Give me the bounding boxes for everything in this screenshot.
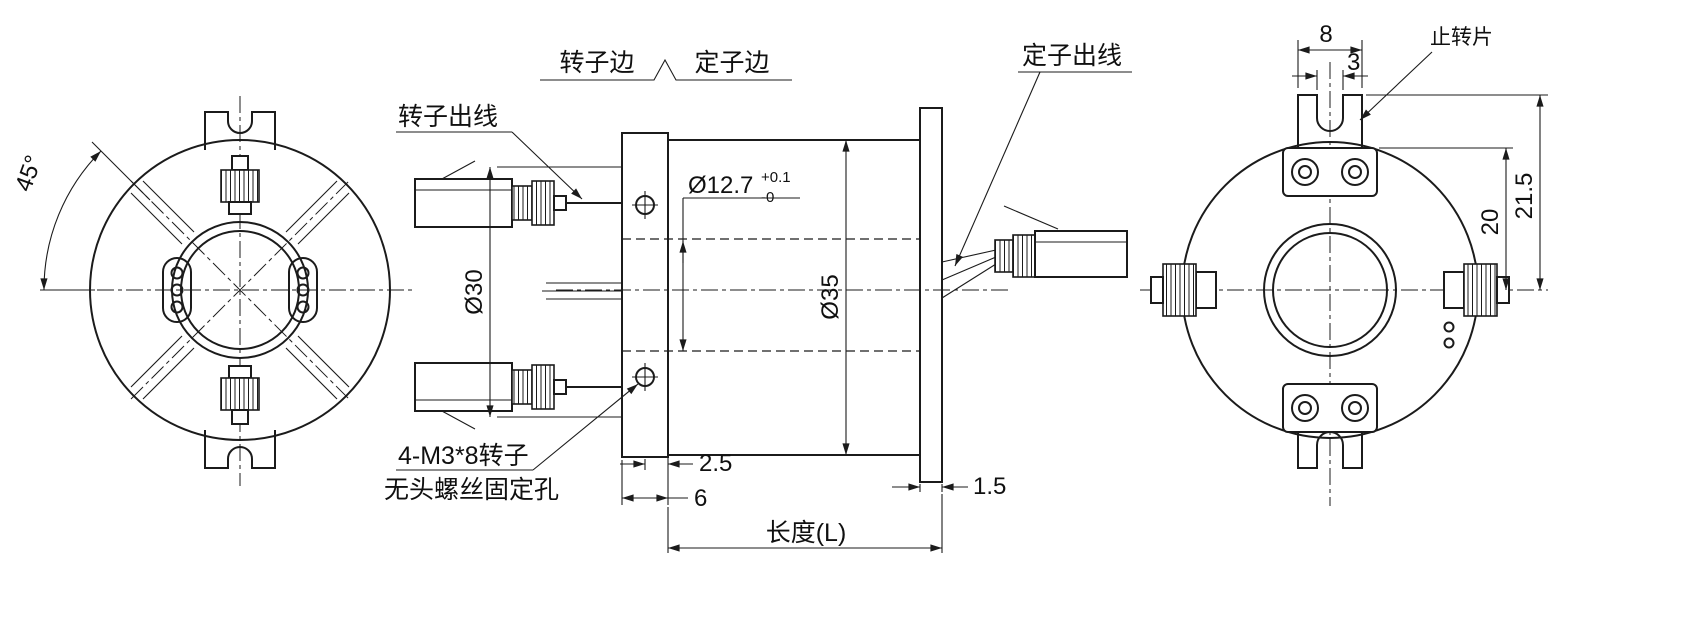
front-view: 45° [10,96,412,486]
dim-21-5: 21.5 [1511,173,1538,220]
front-bottom-terminal [220,365,260,425]
rotor-outlet-callout: 转子出线 [396,103,583,200]
set-screw-hole-bottom [632,363,658,391]
w6-dimension: 6 [621,460,707,512]
front-center-lines [68,96,412,486]
w25-dimension: 2.5 [620,450,732,505]
w8-dimension: 8 [1297,21,1363,88]
front-top-terminal [220,155,260,215]
rear-bore-inner [1272,232,1388,348]
rear-left-terminal [1150,263,1217,317]
bore-dimension: Ø12.7 +0.1 -0 [679,169,800,351]
front-bore-inner [180,230,300,350]
front-wire-channels [130,180,350,400]
set-screw-note: 4-M3*8转子 无头螺丝固定孔 [384,383,639,504]
label-rotor-side: 转子边 [559,49,634,77]
stator-outlet-callout: 定子出线 [954,42,1132,267]
label-length: 长度(L) [766,519,847,547]
front-right-slot [288,257,318,323]
label-stator-side: 定子边 [694,49,769,77]
w3-dimension: 3 [1292,49,1368,90]
dim-bore: Ø12.7 [688,172,753,199]
label-stop-tab: 止转片 [1430,26,1493,49]
dim-bore-tol-plus: +0.1 [761,169,791,186]
w15-dimension: 1.5 [892,473,1006,500]
dim-d35: Ø35 [817,274,844,319]
label-rotor-outlet: 转子出线 [398,103,498,131]
label-screw-note-2: 无头螺丝固定孔 [384,476,559,504]
dim-8: 8 [1319,21,1332,48]
dim-1-5: 1.5 [973,473,1006,500]
rear-top-tab [1297,94,1363,150]
stop-tab-callout: 止转片 [1359,26,1493,121]
dim-20: 20 [1477,209,1504,236]
dim-d30: Ø30 [461,269,488,314]
front-45deg-dimension: 45° [10,141,151,291]
side-boundary-header: 转子边 定子边 [540,49,792,81]
dim-45-deg: 45° [10,152,48,195]
rear-top-plate [1282,147,1378,197]
stator-connector [941,205,1128,299]
dim-2-5: 2.5 [699,450,732,477]
rotor-connector-top [414,160,622,228]
dim-6: 6 [694,485,707,512]
rotor-center-wires [542,282,622,300]
set-screw-hole-top [632,191,658,219]
rotor-connector-bottom [414,362,622,430]
rear-view: 8 3 止转片 21.5 20 [1140,21,1548,506]
label-screw-note-1: 4-M3*8转子 [398,442,529,470]
front-left-slot [162,257,192,323]
section-view: 转子边 定子边 转子出线 定子出线 Ø12.7 +0.1 -0 Ø30 [384,42,1132,553]
rear-bottom-plate [1282,383,1378,433]
rotor-flange-plate [621,132,669,458]
h20-dimension: 20 [1379,147,1513,290]
front-bottom-tab [204,430,276,469]
dim-3: 3 [1347,49,1360,76]
front-top-tab [204,111,276,150]
h215-dimension: 21.5 [1366,94,1548,290]
rear-right-terminal [1443,263,1510,317]
label-stator-outlet: 定子出线 [1022,42,1122,70]
d30-dimension: Ø30 [461,166,622,418]
length-dimension: 长度(L) [667,494,943,553]
d35-dimension: Ø35 [817,140,850,455]
rear-indicator-dots [1443,321,1455,349]
rear-bore-outer [1263,223,1397,357]
stator-flange [919,107,943,483]
